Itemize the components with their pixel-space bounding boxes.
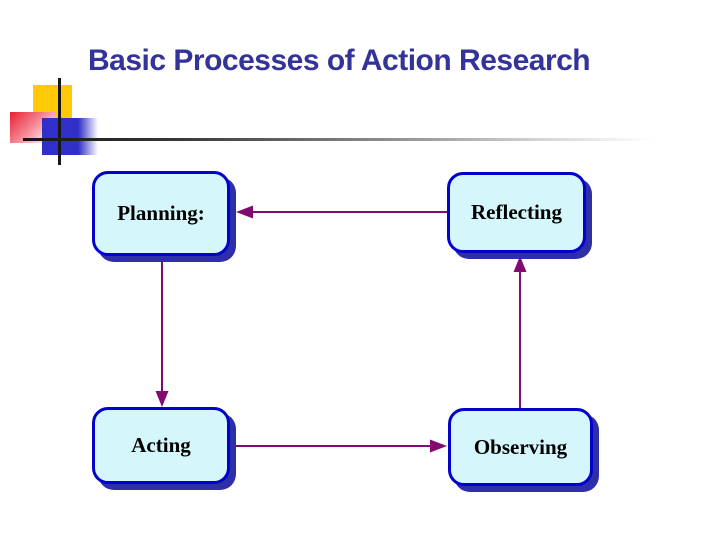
arrowhead-down-icon	[155, 391, 169, 407]
decor-blue-square	[42, 118, 98, 155]
node-planning-label: Planning:	[117, 201, 205, 225]
decor-vertical-line	[58, 78, 61, 165]
title-divider-line	[23, 138, 673, 141]
arrowhead-right-icon	[430, 439, 447, 453]
node-reflecting-label: Reflecting	[471, 200, 562, 224]
node-observing-label: Observing	[473, 434, 568, 459]
node-acting-label: Acting	[131, 433, 191, 457]
arrowhead-up-icon	[513, 256, 527, 272]
arrowhead-left-icon	[236, 205, 253, 219]
node-reflecting: Reflecting	[447, 172, 586, 253]
page-title: Basic Processes of Action Research	[88, 44, 591, 77]
node-planning: Planning:	[92, 171, 230, 256]
node-acting: Acting	[92, 407, 230, 484]
node-observing: Observing	[448, 408, 593, 486]
